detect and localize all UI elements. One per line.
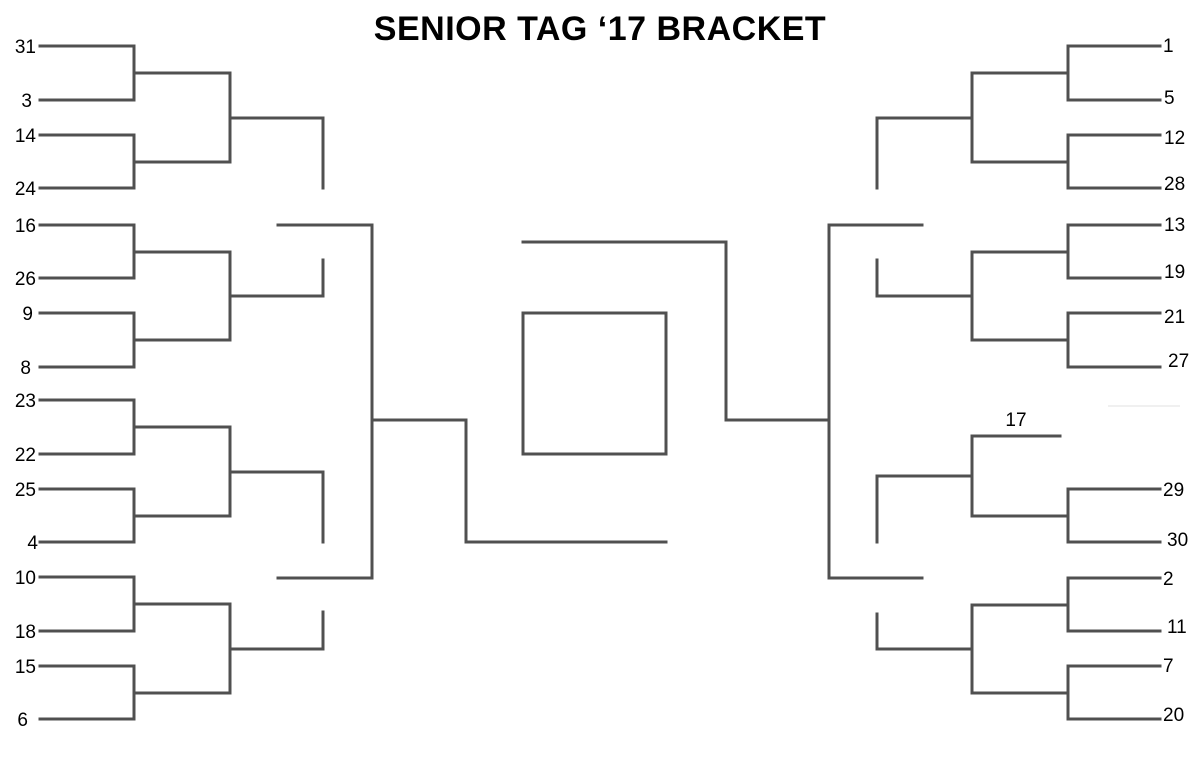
seed-label-bye: 17 xyxy=(1005,410,1026,431)
left-r1-match xyxy=(38,487,136,544)
right-seed-labels: 1 5 12 28 13 19 21 27 29 30 2 11 7 20 xyxy=(1163,36,1189,726)
seed-label-left: 6 xyxy=(17,710,28,731)
left-r1-match xyxy=(38,311,136,369)
left-seed-labels: 31 3 14 24 16 26 9 8 23 22 25 4 10 18 15 6 xyxy=(15,37,39,731)
right-r1-match xyxy=(1066,664,1162,721)
seed-label-left: 14 xyxy=(15,126,37,147)
seed-label-right: 2 xyxy=(1163,569,1174,590)
right-r1-match xyxy=(1066,576,1162,633)
bye-seed-group: 17 xyxy=(1005,410,1026,431)
seed-label-right: 11 xyxy=(1167,617,1187,638)
bracket-title: SENIOR TAG ‘17 BRACKET xyxy=(373,10,827,48)
left-r1-match xyxy=(38,223,136,280)
seed-label-right: 29 xyxy=(1163,480,1184,501)
seed-label-right: 20 xyxy=(1163,705,1184,726)
seed-label-right: 28 xyxy=(1164,174,1185,195)
seed-label-left: 18 xyxy=(15,622,36,643)
right-r1-match xyxy=(1066,223,1162,280)
right-r1-match xyxy=(1066,487,1162,544)
seed-label-left: 25 xyxy=(15,480,36,501)
seed-label-right: 13 xyxy=(1164,215,1185,236)
seed-label-left: 15 xyxy=(15,657,36,678)
left-r1-match xyxy=(38,575,136,633)
champion-box xyxy=(521,311,668,456)
seed-label-left: 31 xyxy=(15,37,36,58)
bracket-lines xyxy=(38,44,1180,721)
left-r1-match xyxy=(38,664,136,721)
seed-label-right: 27 xyxy=(1168,351,1189,372)
seed-label-left: 26 xyxy=(15,269,36,290)
seed-label-right: 12 xyxy=(1164,128,1185,149)
seed-label-right: 7 xyxy=(1163,656,1174,677)
seed-label-left: 22 xyxy=(15,445,36,466)
right-r1-match xyxy=(1066,311,1162,369)
left-final-line xyxy=(370,418,668,544)
seed-label-right: 1 xyxy=(1163,36,1174,57)
left-r1-match xyxy=(38,44,136,102)
right-final-line xyxy=(521,240,831,422)
seed-label-right: 21 xyxy=(1164,307,1185,328)
left-semifinal-bracket xyxy=(276,223,374,580)
left-r1-match xyxy=(38,398,136,456)
seed-label-left: 24 xyxy=(15,179,37,200)
seed-label-left: 8 xyxy=(20,358,31,379)
right-semifinal-bracket xyxy=(827,223,924,580)
seed-label-right: 30 xyxy=(1167,530,1188,551)
seed-label-right: 19 xyxy=(1164,262,1185,283)
seed-label-right: 5 xyxy=(1164,88,1175,109)
seed-label-left: 10 xyxy=(15,568,36,589)
seed-label-left: 23 xyxy=(15,391,36,412)
right-r1-match xyxy=(1066,133,1162,190)
seed-label-left: 4 xyxy=(27,533,38,554)
right-r1-match xyxy=(1066,44,1162,102)
seed-label-left: 9 xyxy=(22,304,33,325)
left-r1-match xyxy=(38,133,136,190)
seed-label-left: 16 xyxy=(15,216,36,237)
seed-label-left: 3 xyxy=(21,91,32,112)
